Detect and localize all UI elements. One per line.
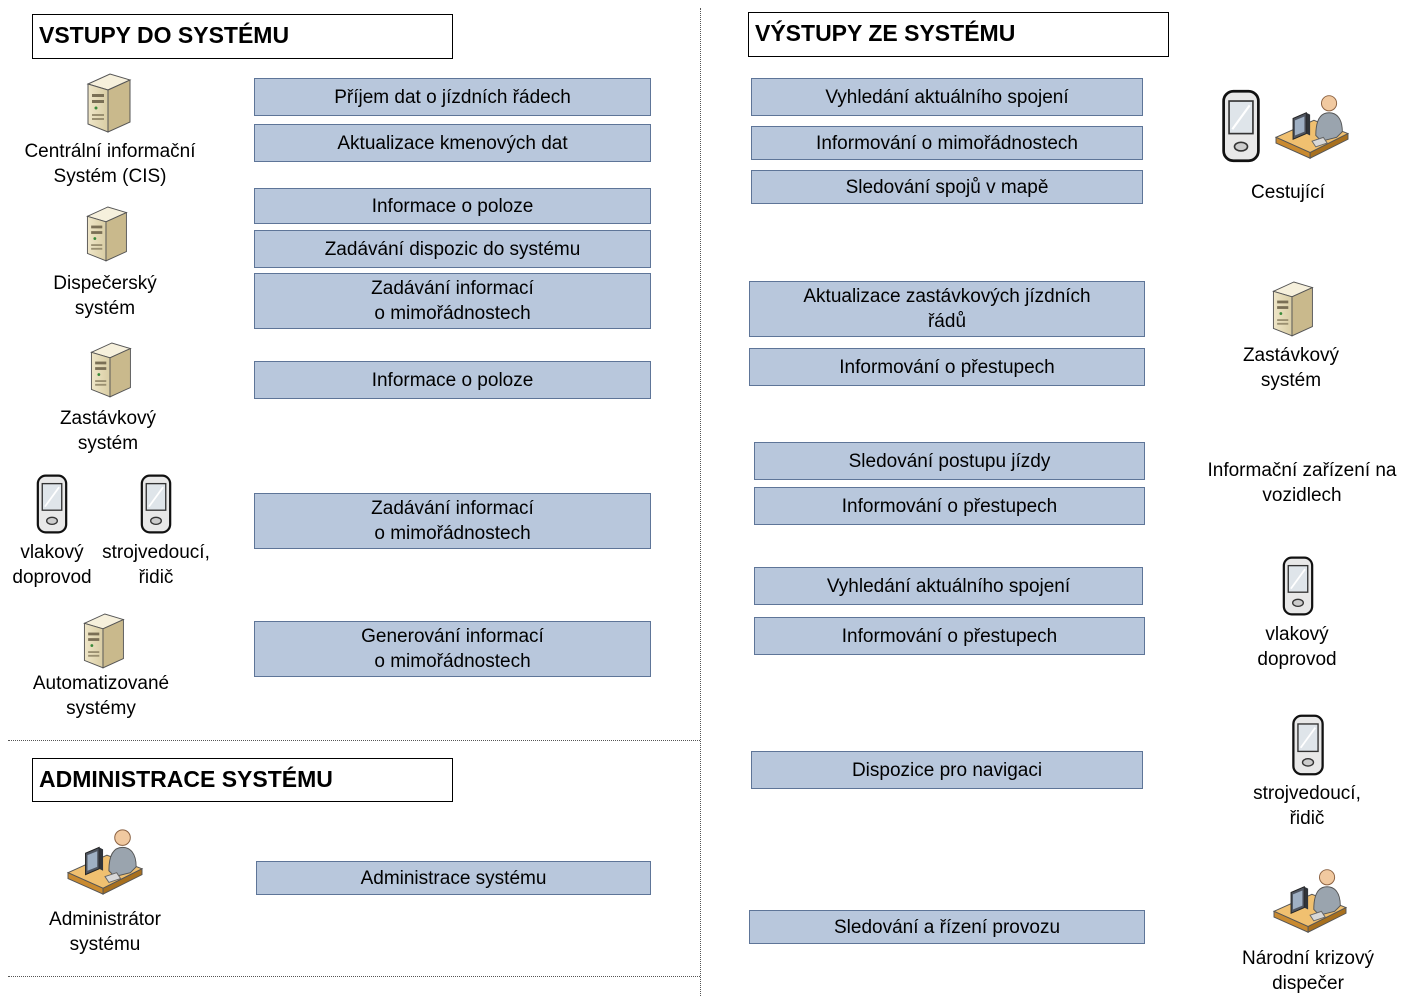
pda-icon: [1218, 88, 1264, 164]
input-function-box: Informace o poloze: [254, 361, 651, 399]
admin-function-box: Administrace systému: [256, 861, 651, 895]
output-actor-escort-label: vlakový doprovod: [1257, 624, 1337, 670]
admin-actor-label: Administrátor systému: [49, 909, 161, 955]
pda-icon: [136, 473, 176, 535]
server-icon: [1266, 277, 1318, 339]
output-function-box: Dispozice pro navigaci: [751, 751, 1143, 789]
output-function-box: Vyhledání aktuálního spojení: [754, 567, 1143, 605]
input-function-box: Zadávání dispozic do systému: [254, 230, 651, 268]
admin-title: ADMINISTRACE SYSTÉMU: [32, 758, 453, 802]
section-divider-bottom: [8, 976, 700, 977]
output-actor-crisis-label: Národní krizový dispečer: [1242, 948, 1374, 994]
actor-dispatch-label: Dispečerský systém: [53, 273, 157, 319]
server-icon: [84, 338, 136, 400]
output-actor-driver-label: strojvedoucí, řidič: [1253, 783, 1361, 829]
input-function-box: Příjem dat o jízdních řádech: [254, 78, 651, 116]
output-actor-stop-label: Zastávkový systém: [1242, 345, 1340, 391]
input-function-box: Zadávání informací o mimořádnostech: [254, 493, 651, 549]
server-icon: [80, 70, 136, 134]
input-function-box: Generování informací o mimořádnostech: [254, 621, 651, 677]
section-divider: [8, 740, 700, 741]
output-function-box: Informování o přestupech: [754, 617, 1145, 655]
server-icon: [80, 203, 132, 263]
output-function-box: Aktualizace zastávkových jízdních řádů: [749, 281, 1145, 337]
operator-icon: [66, 824, 144, 898]
input-function-box: Informace o poloze: [254, 188, 651, 224]
output-actor-passenger-label: Cestující: [1251, 182, 1325, 203]
pda-icon: [32, 473, 72, 535]
actor-cis-label: Centrální informační Systém (CIS): [24, 141, 196, 187]
input-function-box: Aktualizace kmenových dat: [254, 124, 651, 162]
output-function-box: Informování o mimořádnostech: [751, 126, 1143, 160]
outputs-title: VÝSTUPY ZE SYSTÉMU: [748, 12, 1169, 57]
actor-stop-label: Zastávkový systém: [59, 408, 157, 454]
server-icon: [77, 610, 129, 670]
output-function-box: Sledování a řízení provozu: [749, 910, 1145, 944]
operator-icon: [1272, 90, 1352, 162]
actor-automated-label: Automatizované systémy: [32, 673, 170, 719]
pda-icon: [1288, 713, 1328, 777]
output-function-box: Sledování postupu jízdy: [754, 442, 1145, 480]
output-function-box: Vyhledání aktuálního spojení: [751, 78, 1143, 116]
actor-escort-label: vlakový doprovod: [12, 542, 92, 588]
output-actor-vehicle-info-label: Informační zařízení na vozidlech: [1207, 460, 1397, 506]
operator-icon: [1270, 864, 1350, 936]
inputs-title: VSTUPY DO SYSTÉMU: [32, 14, 453, 59]
output-function-box: Informování o přestupech: [754, 487, 1145, 525]
output-function-box: Sledování spojů v mapě: [751, 170, 1143, 204]
pda-icon: [1278, 555, 1318, 617]
actor-driver-label: strojvedoucí, řidič: [102, 542, 210, 588]
output-function-box: Informování o přestupech: [749, 348, 1145, 386]
vertical-divider: [700, 8, 701, 996]
input-function-box: Zadávání informací o mimořádnostech: [254, 273, 651, 329]
